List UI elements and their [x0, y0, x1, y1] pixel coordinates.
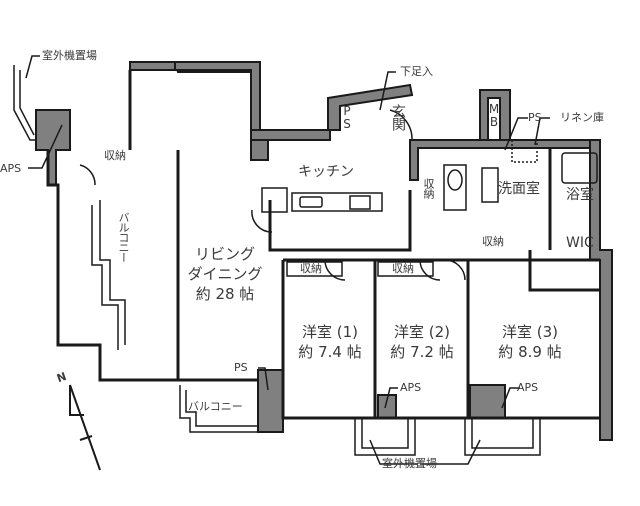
- label-mb: MB: [487, 102, 501, 128]
- label-storage-hall: 収納: [422, 178, 435, 198]
- label-linen-closet: リネン庫: [560, 111, 604, 124]
- label-storage-corridor: 収納: [482, 235, 504, 248]
- living-dining-name-2: ダイニング: [187, 265, 263, 283]
- label-storage-room1: 収納: [300, 262, 322, 275]
- label-aps-room3: APS: [517, 381, 539, 394]
- room-entrance: 玄関: [390, 104, 406, 130]
- western-3-size: 約 8.9 帖: [498, 343, 562, 361]
- label-aps-left: APS: [0, 162, 22, 175]
- label-storage-left: 収納: [104, 149, 126, 162]
- room-kitchen: キッチン: [298, 164, 354, 180]
- label-aps-room2: APS: [400, 381, 422, 394]
- living-dining-size: 約 28 帖: [195, 285, 255, 303]
- western-2-name: 洋室 (2): [393, 323, 451, 341]
- western-1-name: 洋室 (1): [301, 323, 359, 341]
- room-bathroom: 浴室: [566, 187, 594, 203]
- label-ps-balcony: PS: [234, 361, 248, 374]
- label-outdoor-unit-bottom: 室外機置場: [382, 457, 437, 470]
- room-living-dining: リビング ダイニング 約 28 帖: [170, 244, 280, 304]
- label-balcony-left: バルコニー: [117, 212, 130, 262]
- western-3-name: 洋室 (3): [501, 323, 559, 341]
- western-2-size: 約 7.2 帖: [390, 343, 454, 361]
- living-dining-name-1: リビング: [194, 245, 255, 263]
- western-1-size: 約 7.4 帖: [298, 343, 362, 361]
- label-ps-bath: PS: [528, 111, 542, 124]
- room-wic: WIC: [566, 235, 594, 251]
- room-western-2: 洋室 (2) 約 7.2 帖: [376, 322, 468, 362]
- label-storage-room2: 収納: [392, 262, 414, 275]
- label-outdoor-unit-top: 室外機置場: [42, 49, 97, 62]
- room-washroom: 洗面室: [498, 181, 540, 197]
- label-balcony-bottom: バルコニー: [188, 400, 243, 413]
- room-western-1: 洋室 (1) 約 7.4 帖: [284, 322, 376, 362]
- north-arrow-icon: [69, 384, 101, 471]
- label-shoe-closet: 下足入: [400, 65, 433, 78]
- room-western-3: 洋室 (3) 約 8.9 帖: [480, 322, 580, 362]
- label-ps-entrance: PS: [340, 104, 354, 130]
